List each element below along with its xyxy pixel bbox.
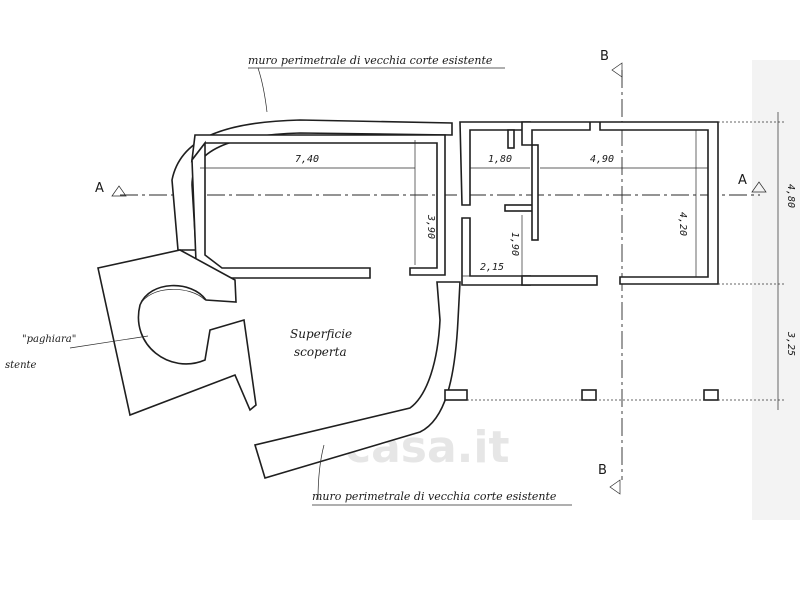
section-marker-a-left: A	[95, 181, 104, 196]
leader-wall-bottom	[317, 444, 325, 501]
pillar-2	[581, 389, 597, 401]
label-paghiara-2: stente	[5, 360, 37, 371]
label-wall-bottom: muro perimetrale di vecchia corte esiste…	[312, 490, 557, 503]
section-arrow-a-right	[751, 181, 767, 193]
dim-room-height: 3,90	[425, 214, 436, 239]
large-room-walls	[521, 121, 719, 285]
dim-total-height: 4,80	[785, 184, 796, 208]
pillar-1	[444, 389, 468, 401]
leader-paghiara	[69, 335, 149, 349]
section-arrow-a-left	[111, 185, 127, 197]
scan-edge-shade	[752, 60, 800, 520]
paghiara-structure	[97, 249, 257, 417]
partition-wall	[531, 144, 539, 241]
dim-large-room-width: 4,90	[590, 154, 614, 165]
section-arrow-b-top	[611, 62, 623, 78]
section-arrow-b-bottom	[609, 479, 621, 495]
dim-large-room-height: 4,20	[677, 212, 688, 236]
section-marker-b-bottom: B	[598, 463, 607, 478]
small-room-jamb	[507, 129, 515, 149]
label-open-area-2: scoperta	[294, 345, 347, 359]
dim-small-room-width: 1,80	[488, 154, 512, 165]
dim-lower-height: 3,25	[785, 331, 796, 356]
label-paghiara-1: "paghiara"	[22, 334, 76, 345]
section-marker-b-top: B	[600, 49, 609, 64]
pillar-3	[703, 389, 719, 401]
large-room-south-wall	[521, 275, 598, 286]
dim-lower-width: 2,15	[480, 262, 504, 273]
door-lintel	[504, 204, 534, 212]
dim-room-width: 7,40	[295, 154, 319, 165]
section-marker-a-right: A	[738, 173, 747, 188]
main-room-west-wall	[191, 140, 371, 279]
dim-door-height: 1,90	[509, 232, 520, 256]
paghiara-inner-curve	[139, 289, 206, 306]
yard-wall-east	[253, 281, 461, 479]
leader-wall-top	[257, 67, 268, 113]
label-wall-top: muro perimetrale di vecchia corte esiste…	[248, 54, 493, 67]
label-open-area-1: Superficie	[290, 327, 352, 341]
